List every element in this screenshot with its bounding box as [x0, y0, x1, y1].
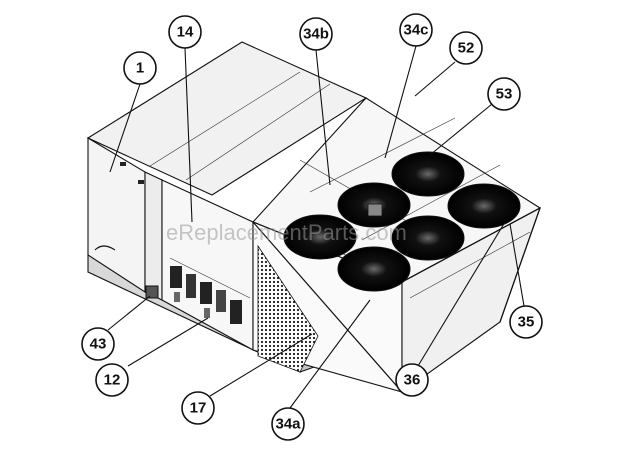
callout-53: 53 [487, 77, 521, 111]
callout-17-label: 17 [190, 400, 207, 417]
callout-52: 52 [449, 31, 483, 65]
callout-1: 1 [123, 51, 157, 85]
callout-1-label: 1 [136, 60, 144, 77]
fan-1 [391, 151, 465, 197]
callout-14: 14 [168, 15, 202, 49]
callout-17: 17 [181, 391, 215, 425]
callout-12: 12 [95, 363, 129, 397]
fan-2 [447, 183, 521, 229]
hvac-unit [86, 41, 542, 394]
fan-4 [391, 215, 465, 261]
callout-43: 43 [81, 327, 115, 361]
callout-34a: 34a [271, 407, 305, 441]
callout-35: 35 [509, 305, 543, 339]
callout-34b: 34b [299, 17, 333, 51]
base-bracket [145, 285, 159, 299]
watermark: eReplacementParts.com [166, 220, 407, 245]
callout-35-label: 35 [518, 314, 535, 331]
callout-34b-label: 34b [303, 26, 329, 43]
condenser-fans [283, 151, 521, 292]
callout-52-label: 52 [458, 40, 475, 57]
callouts: 1 14 34b 34c 52 53 35 36 34a 17 12 [81, 13, 543, 441]
access-panel-middle [161, 179, 254, 351]
callout-53-label: 53 [496, 86, 513, 103]
callout-43-label: 43 [90, 336, 107, 353]
callout-12-label: 12 [104, 372, 121, 389]
callout-34c: 34c [399, 13, 433, 47]
control-box [170, 266, 242, 324]
leader-lines [107, 45, 525, 409]
callout-36: 36 [395, 363, 429, 397]
corner-post [144, 171, 163, 301]
callout-14-label: 14 [177, 24, 194, 41]
callout-34c-label: 34c [403, 22, 428, 39]
callout-36-label: 36 [404, 372, 421, 389]
coil-grille [257, 244, 319, 373]
fan-6 [337, 246, 411, 292]
fan-motor [367, 203, 383, 217]
callout-34a-label: 34a [275, 416, 301, 433]
fan-5 [283, 214, 357, 260]
